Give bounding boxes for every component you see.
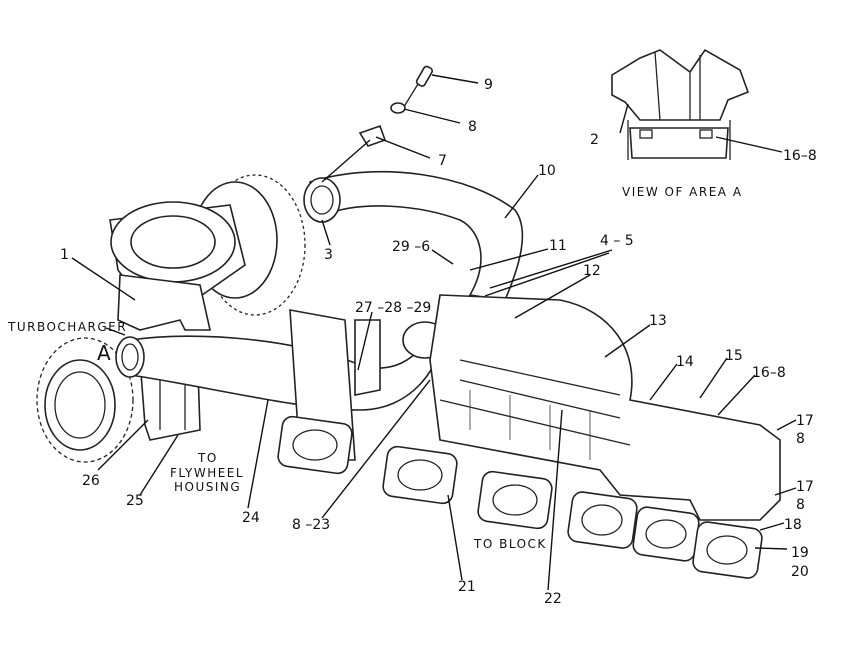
label-part-14: 14 — [676, 354, 694, 370]
label-part-20: 20 — [791, 564, 809, 580]
label-part-4-5: 4 – 5 — [600, 233, 634, 249]
caption-view-of-area-a: VIEW OF AREA A — [622, 185, 743, 199]
label-part-16-8-main: 16–8 — [752, 365, 786, 381]
caption-area-a: A — [97, 341, 111, 365]
label-part-9: 9 — [484, 77, 493, 93]
inset-view-area-a — [611, 48, 750, 160]
label-part-10: 10 — [538, 163, 556, 179]
label-part-18: 18 — [784, 517, 802, 533]
label-part-22: 22 — [544, 591, 562, 607]
label-part-19: 19 — [791, 545, 809, 561]
exhaust-manifold — [429, 294, 781, 521]
label-part-8-upper: 8 — [796, 431, 805, 447]
label-part-12: 12 — [583, 263, 601, 279]
caption-turbocharger: TURBOCHARGER — [7, 320, 127, 334]
label-part-8-lower: 8 — [796, 497, 805, 513]
label-part-1: 1 — [60, 247, 69, 263]
label-part-21: 21 — [458, 579, 476, 595]
caption-flywheel: FLYWHEEL — [170, 466, 244, 480]
label-part-11: 11 — [549, 238, 567, 254]
upper-elbow-pipe — [303, 170, 524, 301]
label-part-26: 26 — [82, 473, 100, 489]
part-labels: 9 8 7 10 29 –6 11 4 – 5 12 13 27 –28 –29… — [60, 77, 817, 607]
bolt-washer-clip — [358, 65, 434, 147]
caption-to: TO — [197, 451, 218, 465]
captions: VIEW OF AREA A TURBOCHARGER A TO FLYWHEE… — [7, 185, 743, 551]
caption-housing: HOUSING — [174, 480, 241, 494]
label-part-29-6: 29 –6 — [392, 239, 430, 255]
label-part-25: 25 — [126, 493, 144, 509]
leader-lines — [71, 74, 797, 591]
label-part-2: 2 — [590, 132, 599, 148]
label-part-3: 3 — [324, 247, 333, 263]
label-part-27-28-29: 27 –28 –29 — [355, 300, 431, 316]
label-part-17-lower: 17 — [796, 479, 814, 495]
label-part-8-23: 8 –23 — [292, 517, 330, 533]
turbocharger — [36, 174, 306, 463]
label-part-15: 15 — [725, 348, 743, 364]
label-part-24: 24 — [242, 510, 260, 526]
label-part-7: 7 — [438, 153, 447, 169]
port-flanges — [277, 415, 763, 579]
label-part-16-8-inset: 16–8 — [783, 148, 817, 164]
label-part-8: 8 — [468, 119, 477, 135]
caption-to-block: TO BLOCK — [473, 537, 547, 551]
label-part-17-upper: 17 — [796, 413, 814, 429]
label-part-13: 13 — [649, 313, 667, 329]
